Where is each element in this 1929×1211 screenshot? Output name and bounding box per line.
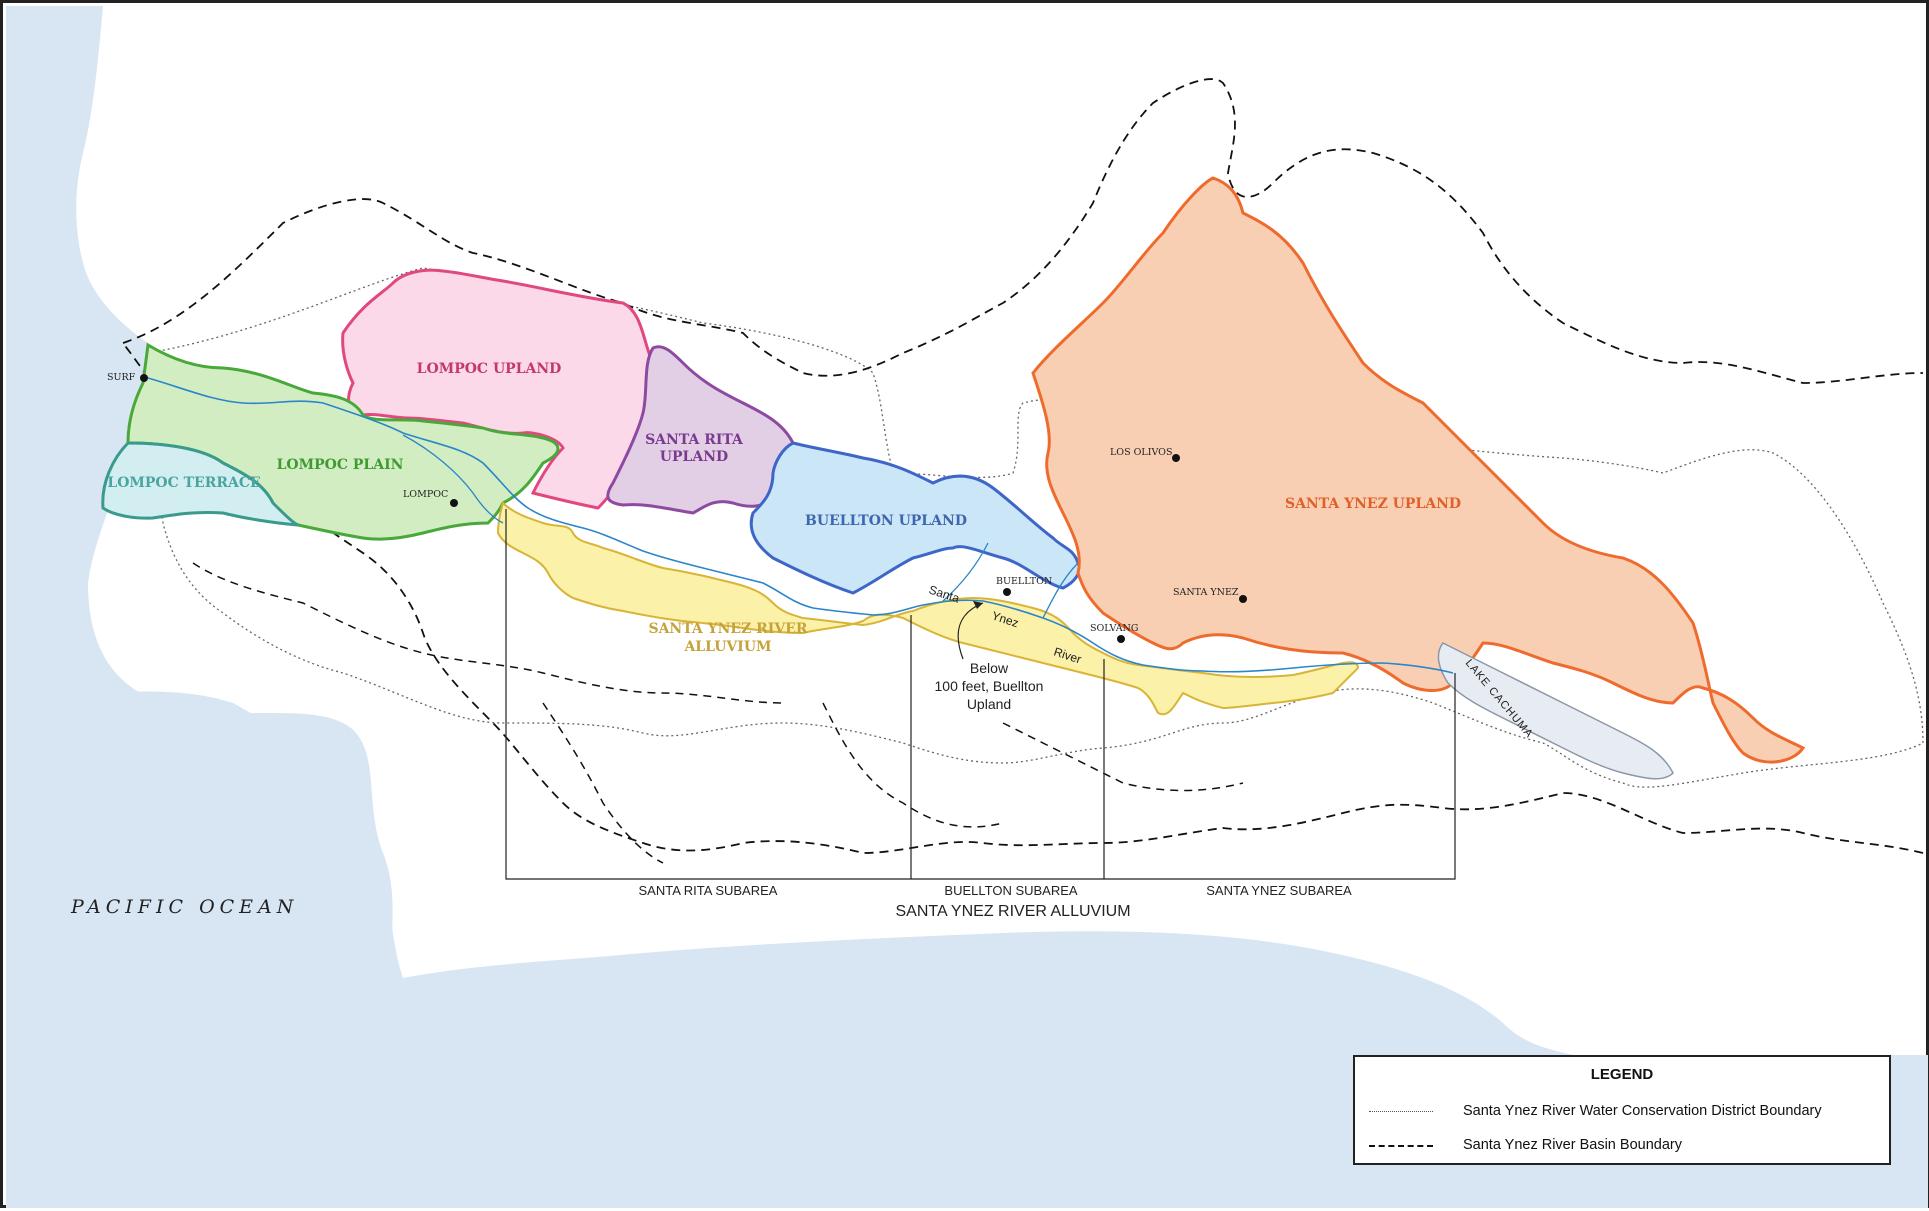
map-canvas: SURF LOMPOC BUELLTON SOLVANG LOS OLIVOS … [6,6,1928,1208]
los-olivos-dot [1172,454,1180,462]
town-lompoc: LOMPOC [403,489,448,500]
dotted-line-swatch [1369,1111,1433,1112]
alluvium-region [496,501,1360,716]
subarea-santa-ynez: SANTA YNEZ SUBAREA [1206,883,1352,898]
legend: LEGEND Santa Ynez River Water Conservati… [1353,1055,1891,1165]
lompoc-dot [450,499,458,507]
subarea-buellton: BUELLTON SUBAREA [944,883,1078,898]
legend-item-district-label: Santa Ynez River Water Conservation Dist… [1463,1103,1822,1119]
basin-boundary [122,78,1924,854]
town-santa-ynez: SANTA YNEZ [1173,587,1239,598]
legend-item-basin: Santa Ynez River Basin Boundary [1369,1136,1879,1156]
surf-dot [140,374,148,382]
santa-ynez-upland-region [1031,176,1806,764]
label-lompoc-terrace: LOMPOC TERRACE [107,475,260,491]
ocean-label: PACIFIC OCEAN [70,896,298,918]
lake-cachuma [1437,642,1674,780]
note-line-3: Upland [967,696,1011,712]
subarea-santa-rita: SANTA RITA SUBAREA [639,883,778,898]
label-lompoc-upland: LOMPOC UPLAND [417,361,562,377]
santa-rita-upland-region [606,345,795,515]
town-surf: SURF [107,372,136,383]
label-santa-rita-upland-2: UPLAND [660,449,728,465]
label-buellton-upland: BUELLTON UPLAND [805,513,967,529]
subareas-title: SANTA YNEZ RIVER ALLUVIUM [895,903,1130,920]
santa-ynez-dot [1239,595,1247,603]
subarea-bracket [505,509,1456,880]
town-los-olivos: LOS OLIVOS [1110,447,1172,458]
label-lompoc-plain: LOMPOC PLAIN [277,457,404,473]
town-solvang: SOLVANG [1090,623,1138,634]
solvang-dot [1117,635,1125,643]
buellton-dot [1003,588,1011,596]
legend-title: LEGEND [1590,1066,1654,1083]
buellton-upland-region [749,441,1081,595]
town-buellton: BUELLTON [996,576,1052,587]
legend-item-basin-label: Santa Ynez River Basin Boundary [1463,1137,1682,1153]
tributary [402,434,1079,619]
lompoc-upland-region [341,268,661,510]
legend-item-district: Santa Ynez River Water Conservation Dist… [1369,1102,1879,1122]
note-arrow [973,601,983,609]
santa-ynez-river [147,377,1454,674]
label-alluvium-1: SANTA YNEZ RIVER [648,621,807,637]
label-santa-ynez-upland: SANTA YNEZ UPLAND [1285,496,1461,512]
lompoc-terrace-region [101,441,299,527]
label-santa-rita-upland-1: SANTA RITA [645,432,744,448]
note-line-2: 100 feet, Buellton [935,678,1044,694]
town-markers [140,374,1247,643]
note-line-1: Below [970,660,1009,676]
subbasin-lines [192,562,1244,864]
label-alluvium-2: ALLUVIUM [683,639,771,655]
dashed-line-swatch [1369,1145,1433,1147]
